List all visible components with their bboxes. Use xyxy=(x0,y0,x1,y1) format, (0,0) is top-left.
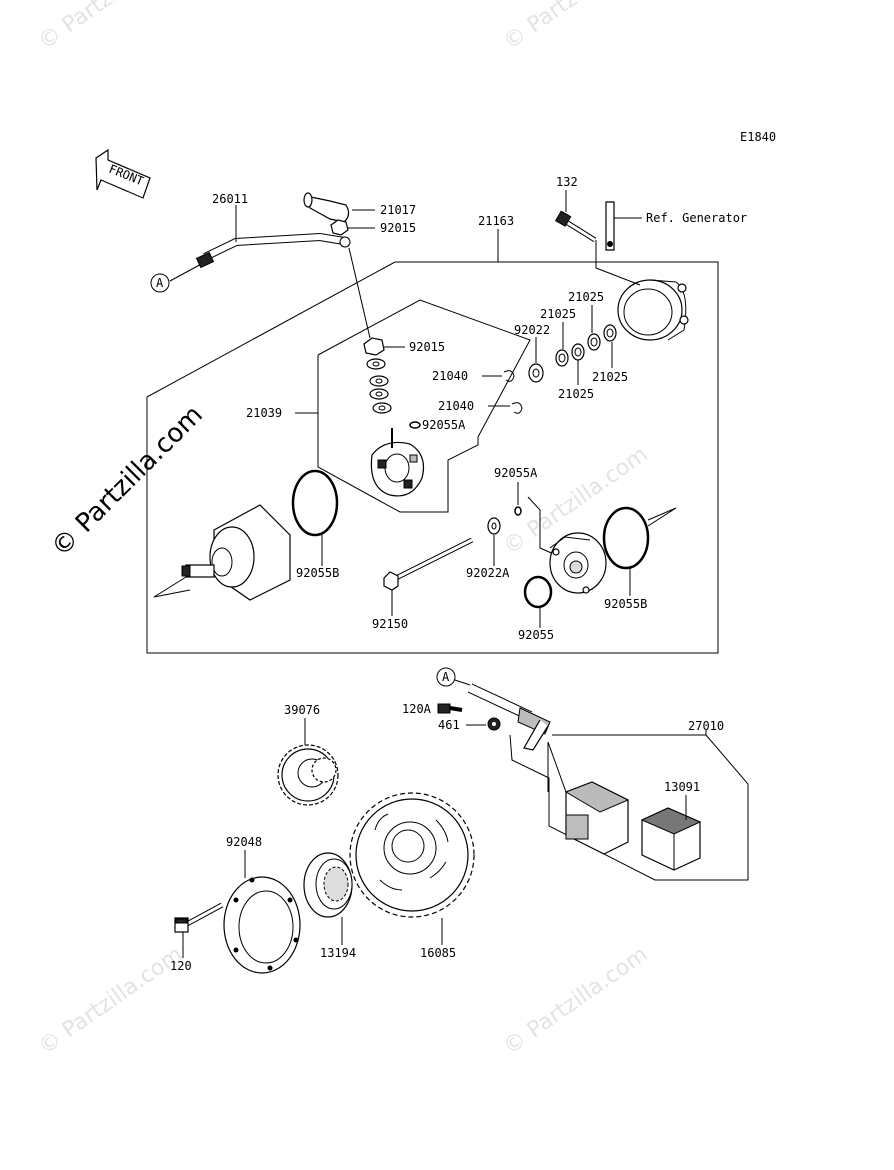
o-ring-92055B-b xyxy=(602,506,650,570)
starter-front-housing xyxy=(549,532,607,594)
part-label-21039: 21039 xyxy=(246,406,282,420)
ref-marker-a-label: A xyxy=(442,670,450,684)
watermark-main: © Partzilla.com xyxy=(46,400,209,563)
bolt-132 xyxy=(554,210,597,243)
washer-92022 xyxy=(528,363,544,383)
o-ring-92055B-a xyxy=(291,469,339,537)
terminal-cap xyxy=(303,192,350,223)
brush-plate xyxy=(370,428,425,497)
part-label-13091: 13091 xyxy=(664,780,700,794)
relay-cable xyxy=(467,683,551,751)
idle-gear xyxy=(277,744,339,806)
brush-holder-box xyxy=(317,299,531,513)
relay-cover xyxy=(640,807,702,871)
part-label-21025-d: 21025 xyxy=(592,370,628,384)
part-label-21025-c: 21025 xyxy=(568,290,604,304)
part-label-16085: 16085 xyxy=(420,946,456,960)
starter-clutch-gear xyxy=(349,792,475,918)
o-ring-92055A-a xyxy=(409,421,421,429)
bolt-120A xyxy=(437,703,463,714)
part-label-92055B-b: 92055B xyxy=(604,597,647,611)
watermark: © Partzilla.com xyxy=(499,0,652,55)
nut-461 xyxy=(487,717,501,731)
part-label-132: 132 xyxy=(556,175,578,189)
part-label-120: 120 xyxy=(170,959,192,973)
part-label-92022: 92022 xyxy=(514,323,550,337)
part-label-92022A: 92022A xyxy=(466,566,510,580)
generator-bracket xyxy=(605,201,615,251)
front-arrow-icon: FRONT xyxy=(95,148,151,200)
part-label-21025-a: 21025 xyxy=(540,307,576,321)
watermark: © Partzilla.com xyxy=(499,942,652,1060)
brush-spring-a xyxy=(503,370,515,382)
part-label-92055: 92055 xyxy=(518,628,554,642)
through-bolt xyxy=(383,537,474,591)
terminal-nut-mid xyxy=(363,337,385,356)
part-label-461: 461 xyxy=(438,718,460,732)
watermark: © Partzilla.com xyxy=(34,0,187,55)
washer-21025-d xyxy=(603,324,617,342)
washer-92022A xyxy=(487,517,501,535)
part-label-21025-b: 21025 xyxy=(558,387,594,401)
part-label-92055A-b: 92055A xyxy=(494,466,538,480)
starter-assembly-box xyxy=(146,261,719,654)
part-label-92055B-a: 92055B xyxy=(296,566,339,580)
o-ring-92055A-b xyxy=(514,506,522,516)
part-label-27010: 27010 xyxy=(688,719,724,733)
terminal-nut-top xyxy=(330,219,349,236)
one-way-clutch xyxy=(303,852,353,918)
part-label-92015-mid: 92015 xyxy=(409,340,445,354)
starter-relay xyxy=(547,741,630,855)
part-label-21040-b: 21040 xyxy=(438,399,474,413)
part-label-92055A-a: 92055A xyxy=(422,418,466,432)
diagram-code: E1840 xyxy=(740,130,776,144)
ref-generator-label: Ref. Generator xyxy=(646,211,747,225)
part-label-39076: 39076 xyxy=(284,703,320,717)
bolt-120 xyxy=(174,902,224,933)
part-label-92015-top: 92015 xyxy=(380,221,416,235)
ref-marker-a-top: A xyxy=(150,273,170,293)
part-label-21040-a: 21040 xyxy=(432,369,468,383)
part-label-92150: 92150 xyxy=(372,617,408,631)
part-label-92048: 92048 xyxy=(226,835,262,849)
part-label-21017: 21017 xyxy=(380,203,416,217)
watermark: © Partzilla.com xyxy=(34,942,187,1060)
relay-box xyxy=(509,734,749,881)
insulator-washers xyxy=(366,358,392,414)
starter-motor-yoke xyxy=(153,504,291,601)
part-label-13194: 13194 xyxy=(320,946,356,960)
part-label-120A: 120A xyxy=(402,702,432,716)
ref-marker-a-bottom: A xyxy=(436,667,456,687)
o-ring-92055 xyxy=(523,575,553,609)
clutch-outer-race xyxy=(223,876,301,974)
part-label-26011: 26011 xyxy=(212,192,248,206)
washer-21025-b xyxy=(571,343,585,361)
starter-end-cover xyxy=(617,279,689,341)
starter-cable xyxy=(169,205,351,282)
ref-marker-a-label: A xyxy=(156,276,164,290)
washer-21025-a xyxy=(555,349,569,367)
washer-21025-c xyxy=(587,333,601,351)
brush-spring-b xyxy=(511,402,523,414)
part-label-21163: 21163 xyxy=(478,214,514,228)
